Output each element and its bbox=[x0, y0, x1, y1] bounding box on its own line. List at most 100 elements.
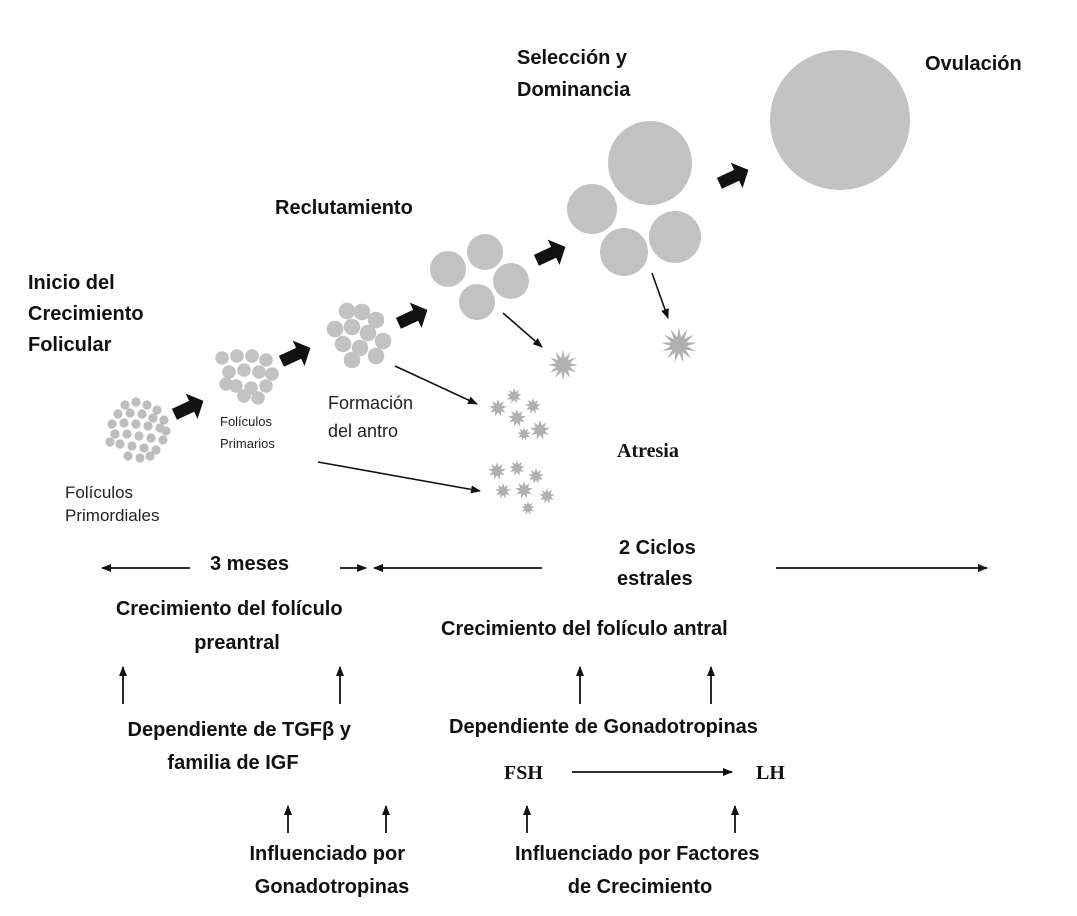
antral-follicle bbox=[367, 311, 385, 329]
primary-follicle bbox=[265, 367, 279, 381]
selected-follicle bbox=[600, 228, 648, 276]
atretic-follicle bbox=[548, 350, 578, 380]
atretic-follicle bbox=[530, 420, 550, 440]
antral-dependence-label: Dependiente de Gonadotropinas bbox=[449, 716, 758, 738]
primordial-follicle bbox=[159, 415, 169, 425]
stage-seleccion-title: Selección y Dominancia bbox=[517, 47, 633, 101]
atretic-follicle bbox=[488, 462, 506, 480]
atretic-follicle bbox=[539, 488, 555, 504]
primordial-follicle bbox=[161, 426, 171, 436]
primordial-follicle bbox=[152, 405, 162, 415]
atretic-follicle bbox=[517, 427, 531, 441]
atresia-label: Atresia bbox=[617, 440, 679, 462]
antral-growth-label: Crecimiento del folículo antral bbox=[441, 618, 728, 640]
primordial-follicle bbox=[143, 421, 153, 431]
primordial-follicle bbox=[131, 419, 141, 429]
antral-follicle bbox=[343, 318, 361, 336]
primary-follicle bbox=[222, 365, 236, 379]
primordial-follicle bbox=[107, 419, 117, 429]
antral-follicle bbox=[359, 324, 377, 342]
selected-follicle bbox=[649, 211, 701, 263]
primordial-follicle bbox=[158, 435, 168, 445]
antral-follicle bbox=[334, 335, 352, 353]
atretic-follicle bbox=[495, 483, 511, 499]
recruited-follicle bbox=[430, 251, 466, 287]
stage-reclutamiento-title: Reclutamiento bbox=[275, 197, 413, 219]
primary-follicle-cluster bbox=[215, 349, 279, 405]
preantral-duration: 3 meses bbox=[210, 553, 289, 575]
antral-formation-cluster bbox=[326, 302, 392, 369]
antral-follicle bbox=[374, 332, 392, 350]
atretic-follicle bbox=[509, 460, 525, 476]
primordial-follicle bbox=[113, 409, 123, 419]
antral-duration: 2 Ciclos estrales bbox=[617, 537, 701, 590]
progression-arrow-1 bbox=[171, 393, 204, 420]
primary-follicle bbox=[237, 363, 251, 377]
primordial-follicle bbox=[110, 429, 120, 439]
atresia-arrow-antrum bbox=[394, 365, 478, 405]
stage-inicio-title: Inicio del Crecimiento Folicular bbox=[28, 272, 149, 356]
antral-follicle bbox=[351, 339, 369, 357]
preantral-influence-label: Influenciado por Gonadotropinas bbox=[249, 843, 410, 898]
antral-follicle bbox=[326, 320, 344, 338]
primordial-follicle bbox=[135, 453, 145, 463]
primary-follicle bbox=[251, 391, 265, 405]
preantral-dependence-label: Dependiente de TGFβ y familia de IGF bbox=[128, 719, 357, 774]
antral-influence-label: Influenciado por Factores de Crecimiento bbox=[515, 843, 765, 898]
atresia-arrow-recruitment bbox=[502, 312, 543, 348]
primordial-follicle bbox=[105, 437, 115, 447]
primordial-follicle bbox=[125, 408, 135, 418]
progression-arrow-5 bbox=[716, 162, 749, 189]
primordial-follicle bbox=[137, 409, 147, 419]
selected-follicle bbox=[567, 184, 617, 234]
primordial-follicle bbox=[127, 441, 137, 451]
primordial-follicle-cluster bbox=[105, 397, 171, 463]
antral-follicle bbox=[338, 302, 356, 320]
primary-follicle bbox=[230, 349, 244, 363]
antral-follicle bbox=[367, 347, 385, 365]
atretic-follicle bbox=[506, 388, 522, 404]
primary-follicle bbox=[252, 365, 266, 379]
ovulatory-follicle bbox=[770, 50, 910, 190]
primordial-follicle bbox=[120, 400, 130, 410]
primordial-follicle bbox=[119, 418, 129, 428]
primary-follicle bbox=[237, 389, 251, 403]
fsh-label: FSH bbox=[504, 762, 543, 784]
atresia-arrow-primary bbox=[317, 461, 481, 494]
atretic-follicle bbox=[521, 501, 535, 515]
primordial-follicle bbox=[115, 439, 125, 449]
primordial-follicle bbox=[151, 445, 161, 455]
progression-arrow-4 bbox=[533, 239, 566, 266]
primary-follicle bbox=[259, 379, 273, 393]
primordial-follicle bbox=[134, 431, 144, 441]
antral-follicle bbox=[343, 351, 361, 369]
atresia-arrow-selection bbox=[651, 272, 669, 319]
atretic-follicle bbox=[525, 398, 541, 414]
primordial-follicle bbox=[148, 413, 158, 423]
primary-follicle bbox=[259, 353, 273, 367]
atretic-follicle bbox=[528, 468, 544, 484]
atretic-follicle bbox=[515, 481, 533, 499]
primordial-follicle bbox=[145, 451, 155, 461]
dominant-follicle bbox=[608, 121, 692, 205]
primordial-follicle bbox=[122, 429, 132, 439]
primary-follicle bbox=[219, 377, 233, 391]
recruitment-follicle-cluster bbox=[430, 234, 529, 320]
recruited-follicle bbox=[467, 234, 503, 270]
primordial-follicle bbox=[139, 443, 149, 453]
atretic-follicle bbox=[489, 399, 507, 417]
primordial-follicle bbox=[146, 433, 156, 443]
antral-follicle bbox=[353, 303, 371, 321]
primordial-follicle bbox=[142, 400, 152, 410]
progression-arrow-2 bbox=[278, 340, 311, 367]
atretic-follicle bbox=[661, 327, 697, 363]
primordial-follicle bbox=[123, 451, 133, 461]
antrum-formation-label: Formación del antro bbox=[328, 393, 418, 441]
stage-ovulacion-title: Ovulación bbox=[925, 53, 1022, 75]
recruited-follicle bbox=[493, 263, 529, 299]
selection-follicle-cluster bbox=[567, 121, 701, 276]
primordial-follicle bbox=[131, 397, 141, 407]
primary-follicle bbox=[215, 351, 229, 365]
